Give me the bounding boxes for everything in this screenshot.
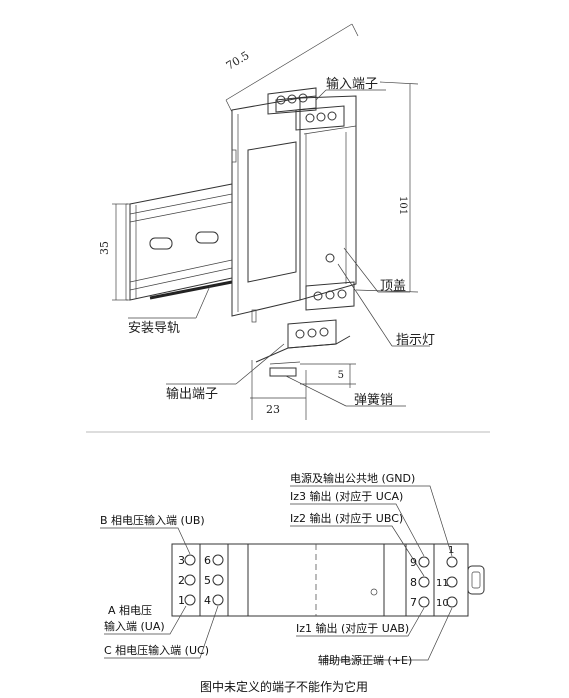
terminal-4 xyxy=(212,594,224,606)
led-dot xyxy=(370,588,378,596)
input-screw-3 xyxy=(298,93,308,103)
label-input-terminal: 输入端子 xyxy=(326,76,378,92)
indicator-led xyxy=(325,253,335,263)
wiring-leaders xyxy=(100,485,453,661)
label-aux-power: 辅助电源正端 (+E) xyxy=(318,653,412,667)
module-3d-view: 70.5 101 35 23 5 输入端子 顶盖 指示灯 安装导轨 输出端子 弹… xyxy=(98,23,435,420)
spring-pin xyxy=(269,367,297,377)
terminal-group-right: 9 8 7 xyxy=(410,556,430,609)
module-body xyxy=(231,87,357,377)
label-rail: 安装导轨 xyxy=(128,321,180,336)
dimension-lines xyxy=(112,23,419,420)
terminal-num: 9 xyxy=(410,556,417,569)
label-spring-pin: 弹簧销 xyxy=(354,392,393,408)
input-screw-1 xyxy=(276,95,286,105)
output-screw-1 xyxy=(295,329,305,339)
terminal-8 xyxy=(418,576,430,588)
terminal-num: 8 xyxy=(410,576,417,589)
terminal-2 xyxy=(184,574,196,586)
terminal-6 xyxy=(212,554,224,566)
terminal-group-left2: 6 5 4 xyxy=(204,554,224,607)
label-c-input: C 相电压输入端 (UC) xyxy=(104,643,209,657)
terminal-num: 2 xyxy=(178,574,185,587)
rail-clip xyxy=(467,565,485,595)
leader-lines xyxy=(128,89,430,407)
rail-slot-2 xyxy=(195,231,219,244)
terminal-num: 10 xyxy=(436,598,449,609)
label-gnd: 电源及输出公共地 (GND) xyxy=(290,471,415,485)
label-output-terminal: 输出端子 xyxy=(166,386,218,402)
output-screw-2 xyxy=(307,328,317,338)
terminal-7 xyxy=(418,596,430,608)
din-rail xyxy=(125,183,233,301)
terminal-group-right2: 1 11 10 xyxy=(436,545,458,609)
terminal-num: 5 xyxy=(204,574,211,587)
terminal-num: 4 xyxy=(204,594,211,607)
terminal-1 xyxy=(184,594,196,606)
terminal-3 xyxy=(184,554,196,566)
label-a-input-line1: A 相电压 xyxy=(108,604,152,617)
figure-caption: 图中未定义的端子不能作为它用 xyxy=(200,679,368,694)
output-screw-3 xyxy=(319,327,329,337)
terminal-11 xyxy=(446,576,458,588)
terminal-10 xyxy=(446,596,458,608)
terminal-num: 11 xyxy=(436,578,449,589)
label-iz1: Iz1 输出 (对应于 UAB) xyxy=(296,621,409,635)
dim-clip-label: 5 xyxy=(338,370,344,381)
wiring-diagram: 3 2 1 6 5 4 9 8 7 1 11 xyxy=(100,471,485,667)
dim-depth-label: 70.5 xyxy=(224,49,252,73)
dim-rail-label: 35 xyxy=(98,241,111,255)
label-a-input-line2: 输入端 (UA) xyxy=(104,619,165,633)
terminal-12 xyxy=(446,556,458,568)
label-cover: 顶盖 xyxy=(380,279,406,294)
terminal-num: 6 xyxy=(204,554,211,567)
terminal-num: 3 xyxy=(178,554,185,567)
dim-height-label: 101 xyxy=(397,196,408,215)
label-indicator: 指示灯 xyxy=(396,333,435,348)
terminal-num: 1 xyxy=(178,594,185,607)
terminal-9 xyxy=(418,556,430,568)
dim-width-label: 23 xyxy=(266,403,280,416)
label-b-input: B 相电压输入端 (UB) xyxy=(100,513,205,527)
rail-slot-1 xyxy=(149,237,173,250)
terminal-num: 1 xyxy=(448,545,454,556)
terminal-5 xyxy=(212,574,224,586)
label-iz3: Iz3 输出 (对应于 UCA) xyxy=(290,489,403,503)
terminal-num: 7 xyxy=(410,596,417,609)
input-screw-2 xyxy=(287,94,297,104)
label-iz2: Iz2 输出 (对应于 UBC) xyxy=(290,511,403,525)
terminal-group-left: 3 2 1 xyxy=(178,554,196,607)
